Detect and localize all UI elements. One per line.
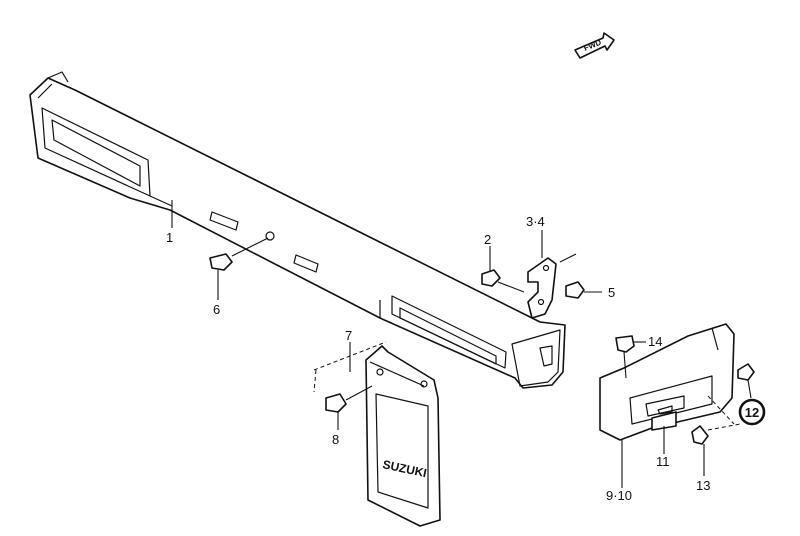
fwd-arrow-icon: FWD <box>574 32 615 59</box>
screw-14 <box>615 335 635 379</box>
bolt-2 <box>481 269 525 293</box>
callout-1: 1 <box>166 230 173 245</box>
callout-5: 5 <box>608 285 615 300</box>
callout-9-10: 9·10 <box>606 488 632 503</box>
nut-5 <box>559 253 585 299</box>
bracket-3-4 <box>527 257 557 319</box>
callout-12: 12 <box>745 405 759 420</box>
clip-13 <box>691 395 741 445</box>
pad-11 <box>651 411 677 431</box>
callout-6: 6 <box>213 302 220 317</box>
callouts: 1 2 3·4 5 6 7 8 9·10 11 12 13 14 <box>166 214 766 503</box>
callout-8: 8 <box>332 432 339 447</box>
callout-13: 13 <box>696 478 710 493</box>
callout-3-4: 3·4 <box>526 214 545 229</box>
clip-12 <box>737 363 755 399</box>
bumper-bar <box>29 71 566 389</box>
callout-7: 7 <box>345 328 352 343</box>
callout-14: 14 <box>648 334 662 349</box>
clip-6 <box>209 237 269 271</box>
callout-12-circle <box>738 398 766 426</box>
mudflap-7: SUZUKI <box>313 341 441 527</box>
bolt-8 <box>325 385 373 413</box>
callout-11: 11 <box>656 454 670 469</box>
callout-leaders <box>171 200 705 488</box>
end-cap-9-10 <box>599 323 735 441</box>
callout-2: 2 <box>484 232 491 247</box>
